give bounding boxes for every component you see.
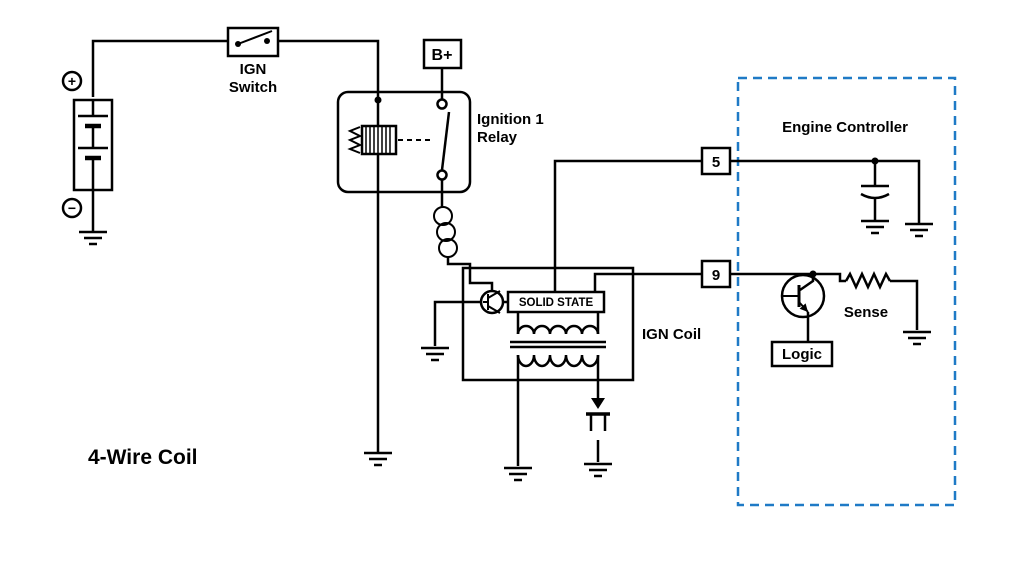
- ground-icon: [77, 230, 109, 246]
- switch-blade-icon: [237, 30, 273, 45]
- coil-to-pin9-wire: [593, 272, 702, 292]
- plus-terminal-icon: [61, 70, 83, 92]
- pin5-box: [700, 146, 732, 176]
- transformer-core-icon: [510, 340, 606, 349]
- logic-box: [770, 340, 834, 368]
- controller-transistor-icon: [780, 273, 826, 319]
- coil-driver-transistor-leads: [483, 290, 501, 314]
- ign-switch-label-line2: Switch: [229, 79, 277, 96]
- ign-coil-label: IGN Coil: [642, 326, 701, 343]
- ground-icon: [903, 222, 935, 238]
- coil-to-pin5-wire: [553, 159, 702, 292]
- emitter-arrow-icon: [799, 303, 808, 312]
- flexible-wire: [433, 179, 494, 292]
- battery: + −: [61, 39, 228, 246]
- junction-dot: [374, 96, 382, 104]
- relay-coil-body: [360, 124, 398, 156]
- relay-contact-arm: [440, 111, 451, 171]
- pin5-circuit: 5: [553, 146, 935, 292]
- flex-wire-into-coil: [446, 257, 494, 292]
- solid-state-label: SOLID STATE: [519, 297, 594, 309]
- coil-ground-wire: [433, 300, 481, 346]
- relay-label-line1: Ignition 1: [477, 111, 544, 128]
- secondary-winding-icon: [516, 354, 600, 368]
- diagram-title: 4-Wire Coil: [88, 446, 198, 469]
- ground-icon: [362, 451, 394, 467]
- b-plus-label: B+: [432, 47, 453, 64]
- engine-controller-label: Engine Controller: [782, 119, 908, 136]
- wire-loop-icon: [433, 206, 453, 226]
- switch-terminal-dot: [264, 38, 270, 44]
- relay-label-line2: Relay: [477, 129, 518, 146]
- relay-armature-spring-icon: [347, 126, 363, 154]
- relay-box: [336, 90, 472, 194]
- transistor-collector-lead: [799, 274, 815, 292]
- relay-contact-bottom: [436, 169, 448, 181]
- ground-icon: [502, 466, 534, 482]
- battery-to-switch-wire: [91, 39, 228, 97]
- ign-switch-label-line1: IGN: [240, 61, 267, 78]
- minus-terminal-icon: [61, 197, 83, 219]
- sense-label: Sense: [844, 304, 888, 321]
- pin5-to-controller-wire: [730, 159, 921, 224]
- spark-plug-electrodes: [589, 414, 607, 431]
- pin9-circuit: Sense Logic 9: [593, 259, 933, 368]
- spark-plug-terminal-icon: [591, 398, 605, 409]
- resistor-to-ground-wire: [890, 279, 919, 330]
- logic-label: Logic: [782, 346, 822, 363]
- battery-minus-label: −: [68, 200, 76, 216]
- relay-coil-hatch: [365, 127, 391, 153]
- pin9-label: 9: [712, 267, 720, 284]
- ignition-relay: Ignition 1 Relay: [347, 98, 544, 181]
- spark-plug: [582, 398, 614, 478]
- relay-contact-top: [436, 98, 448, 110]
- pin9-box: [700, 259, 732, 289]
- engine-controller-boundary: [736, 76, 957, 507]
- pin9-to-transistor-wire: [730, 272, 846, 283]
- ground-icon: [582, 462, 614, 478]
- ign-coil: SOLID STATE IGN Coil: [419, 289, 701, 482]
- wire-loop-icon: [436, 222, 456, 242]
- b-plus-box: [422, 38, 463, 70]
- b-plus-terminal: B+: [422, 38, 463, 100]
- primary-winding-icon: [516, 324, 600, 335]
- ground-icon: [901, 330, 933, 346]
- pin5-label: 5: [712, 154, 720, 171]
- sense-resistor-icon: [844, 271, 892, 290]
- ign-switch: IGN Switch: [226, 26, 280, 96]
- ground-icon: [419, 346, 451, 362]
- capacitor-curved-plate-icon: [860, 192, 890, 200]
- ground-icon: [859, 219, 891, 235]
- battery-plus-label: +: [68, 73, 76, 89]
